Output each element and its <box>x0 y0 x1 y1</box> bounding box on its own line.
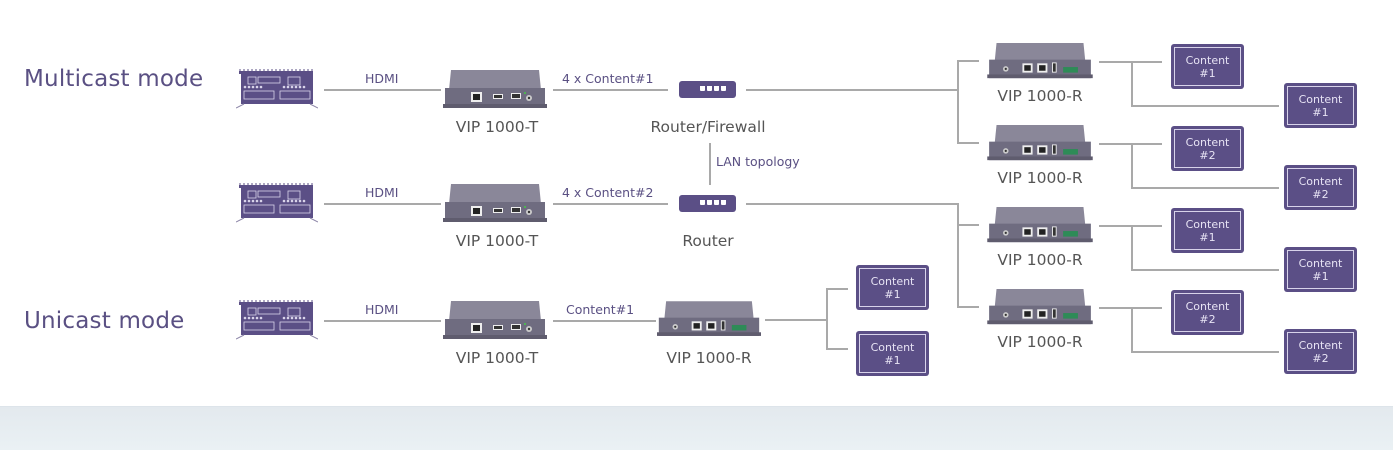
receiver-out-line <box>765 319 826 321</box>
branch-line <box>1131 351 1279 353</box>
content-number: #1 <box>1199 230 1216 244</box>
branch-line <box>1131 225 1133 269</box>
vip-1000-r-device-icon <box>983 125 1097 162</box>
content-display-icon: Content#2 <box>1284 329 1357 374</box>
branch-line <box>1131 61 1133 105</box>
branch-line <box>957 306 979 308</box>
stream-link-label: 4 x Content#2 <box>562 185 654 200</box>
receiver-label: VIP 1000-R <box>997 251 1083 269</box>
router-icon <box>679 81 736 98</box>
lan-topology-label: LAN topology <box>716 154 800 169</box>
content-display-icon: Content#1 <box>1171 208 1244 253</box>
embedded-pc-icon <box>236 183 318 223</box>
vip-1000-t-device-icon <box>443 301 547 341</box>
branch-line <box>826 348 848 350</box>
content-title: Content <box>1185 53 1230 67</box>
content-number: #1 <box>1312 105 1329 119</box>
content-display-icon: Content#1 <box>1284 247 1357 292</box>
content-display-icon: Content#2 <box>1171 290 1244 335</box>
stream-link-line <box>553 320 656 322</box>
receiver-out-line <box>1099 61 1162 63</box>
content-title: Content <box>1185 299 1230 313</box>
branch-line <box>1131 143 1133 187</box>
content-display-icon: Content#1 <box>1171 44 1244 89</box>
content-title: Content <box>1298 174 1343 188</box>
vip-1000-t-device-icon <box>443 184 547 224</box>
hdmi-link-label: HDMI <box>365 302 399 317</box>
vip-1000-r-device-icon <box>983 207 1097 244</box>
content-number: #1 <box>1312 269 1329 283</box>
router-out-line <box>746 89 957 91</box>
branch-line <box>957 224 979 226</box>
vip-1000-r-device-icon <box>657 301 761 338</box>
branch-line <box>1131 105 1279 107</box>
content-title: Content <box>1298 92 1343 106</box>
content-title: Content <box>1185 135 1230 149</box>
branch-line <box>957 60 959 143</box>
content-number: #2 <box>1199 312 1216 326</box>
vip-1000-t-device-icon <box>443 70 547 110</box>
branch-line <box>826 288 828 349</box>
content-title: Content <box>1185 217 1230 231</box>
stream-link-line <box>553 89 668 91</box>
hdmi-link-label: HDMI <box>365 71 399 86</box>
multicast-mode-title: Multicast mode <box>24 66 204 92</box>
receiver-label: VIP 1000-R <box>997 169 1083 187</box>
stream-link-label: 4 x Content#1 <box>562 71 654 86</box>
embedded-pc-icon <box>236 69 318 109</box>
content-title: Content <box>870 340 915 354</box>
receiver-out-line <box>1099 143 1162 145</box>
hdmi-link-line <box>324 89 441 91</box>
content-display-icon: Content#1 <box>856 265 929 310</box>
content-display-icon: Content#1 <box>1284 83 1357 128</box>
branch-line <box>1131 269 1279 271</box>
unicast-mode-title: Unicast mode <box>24 308 185 334</box>
content-number: #1 <box>884 287 901 301</box>
content-number: #1 <box>884 353 901 367</box>
branch-line <box>957 203 959 307</box>
transmitter-label: VIP 1000-T <box>455 118 539 136</box>
hdmi-link-line <box>324 320 441 322</box>
content-title: Content <box>1298 338 1343 352</box>
content-number: #2 <box>1312 351 1329 365</box>
transmitter-label: VIP 1000-T <box>455 349 539 367</box>
vip-1000-r-device-icon <box>983 289 1097 326</box>
router-icon <box>679 195 736 212</box>
receiver-out-line <box>1099 307 1162 309</box>
hdmi-link-label: HDMI <box>365 185 399 200</box>
content-number: #2 <box>1312 187 1329 201</box>
lan-link-line <box>709 143 711 185</box>
content-title: Content <box>1298 256 1343 270</box>
content-display-icon: Content#2 <box>1284 165 1357 210</box>
router-label: Router <box>682 232 734 250</box>
stream-link-label: Content#1 <box>566 302 635 317</box>
router-firewall-label: Router/Firewall <box>650 118 766 136</box>
content-display-icon: Content#2 <box>1171 126 1244 171</box>
content-number: #2 <box>1199 148 1216 162</box>
receiver-label: VIP 1000-R <box>997 333 1083 351</box>
hdmi-link-line <box>324 203 441 205</box>
vip-1000-r-device-icon <box>983 43 1097 80</box>
branch-line <box>1131 187 1279 189</box>
content-display-icon: Content#1 <box>856 331 929 376</box>
stream-link-line <box>553 203 668 205</box>
footer-band <box>0 406 1393 450</box>
content-number: #1 <box>1199 66 1216 80</box>
receiver-label: VIP 1000-R <box>997 87 1083 105</box>
branch-line <box>1131 307 1133 351</box>
router-out-line <box>746 203 957 205</box>
branch-line <box>957 142 979 144</box>
transmitter-label: VIP 1000-T <box>455 232 539 250</box>
branch-line <box>957 60 979 62</box>
branch-line <box>826 288 848 290</box>
embedded-pc-icon <box>236 300 318 340</box>
receiver-out-line <box>1099 225 1162 227</box>
content-title: Content <box>870 274 915 288</box>
receiver-label: VIP 1000-R <box>666 349 752 367</box>
